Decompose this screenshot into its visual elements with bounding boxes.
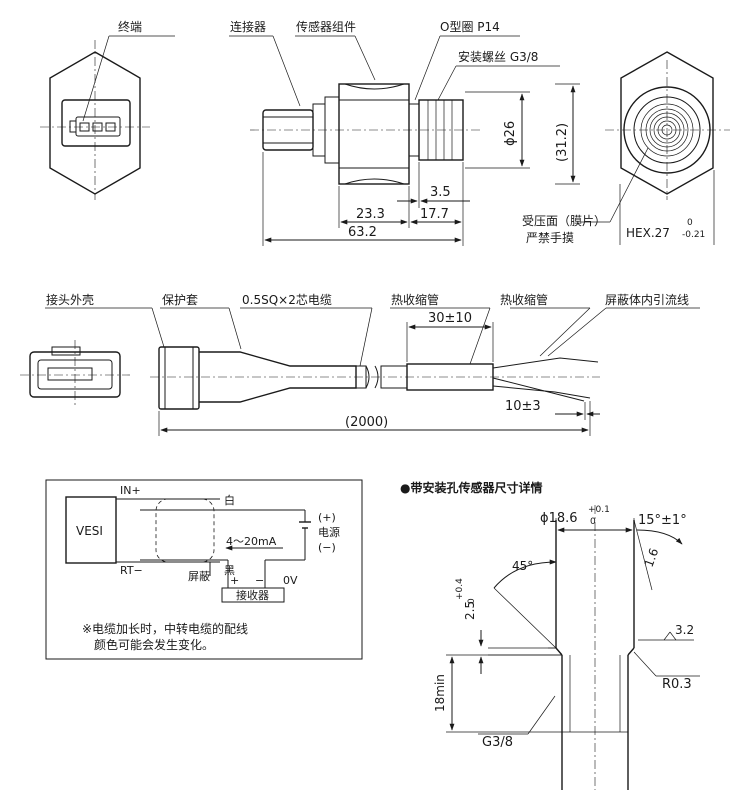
mounting-hole-section	[446, 505, 700, 790]
wiring-current: 4～20mA	[226, 535, 277, 548]
label-heat-shrink-2: 热收缩管	[500, 292, 548, 307]
hole-angle-45: 45°	[512, 559, 533, 573]
wiring-power-plus: (+)	[318, 511, 336, 524]
label-connector: 连接器	[230, 19, 266, 34]
label-heat-shrink-1: 热收缩管	[391, 292, 439, 307]
hex-tol-upper: 0	[687, 218, 693, 228]
hole-r03: R0.3	[662, 677, 692, 692]
dim-31-2: (31.2)	[555, 123, 570, 162]
dim-10: 10±3	[505, 399, 541, 414]
wiring-rt-minus: RT−	[120, 564, 143, 577]
label-connector-shell: 接头外壳	[46, 292, 94, 307]
label-shield-drain: 屏蔽体内引流线	[605, 293, 689, 307]
hole-dim-2-5: 2.5	[463, 601, 477, 620]
dim-30: 30±10	[428, 311, 472, 326]
dim-phi26: ϕ26	[503, 121, 518, 146]
label-sensor-assembly: 传感器组件	[296, 19, 356, 34]
pressure-face-view	[580, 51, 730, 245]
wiring-note-1: ※电缆加长时，中转电缆的配线	[82, 621, 248, 636]
label-hex: HEX.27	[626, 226, 670, 240]
wiring-plus: +	[230, 574, 239, 587]
dim-17-7: 17.7	[420, 207, 449, 222]
dim-63-2: 63.2	[348, 225, 377, 240]
wiring-receiver: 接收器	[236, 588, 269, 602]
label-cable-spec: 0.5SQ×2芯电缆	[242, 293, 332, 307]
hole-dia: ϕ18.6	[540, 511, 578, 526]
hole-dim-2-5-lower: 0	[467, 598, 477, 604]
dim-3-5: 3.5	[430, 185, 451, 200]
dim-23-3: 23.3	[356, 207, 385, 222]
wiring-power-minus: (−)	[318, 541, 336, 554]
wiring-note-2: 颜色可能会发生变化。	[94, 637, 214, 652]
hex-tol-lower: -0.21	[682, 230, 705, 240]
hole-roughness: 3.2	[675, 623, 694, 637]
hole-dia-tol-upper: +0.1	[588, 505, 610, 515]
wiring-white: 白	[224, 493, 235, 507]
hole-dim-2-5-upper: +0.4	[455, 578, 465, 600]
wiring-black: 黑	[224, 564, 235, 577]
hole-dim-18: 18min	[433, 674, 447, 712]
label-boot: 保护套	[162, 293, 198, 307]
hole-angle-15: 15°±1°	[638, 513, 687, 528]
label-terminal: 终端	[118, 19, 142, 34]
dim-2000: (2000)	[345, 415, 388, 430]
wiring-diagram	[45, 479, 363, 660]
wiring-vesi: VESI	[76, 524, 103, 538]
hole-section-title: ●带安装孔传感器尺寸详情	[400, 480, 542, 495]
label-no-touch: 严禁手摸	[526, 231, 574, 245]
wiring-minus: −	[255, 574, 264, 587]
wiring-0v: 0V	[283, 574, 298, 587]
cable-assembly	[20, 307, 700, 436]
label-oring: O型圈 P14	[440, 20, 500, 34]
label-thread: 安装螺丝 G3/8	[458, 49, 538, 64]
sensor-side-view	[229, 35, 580, 246]
wiring-power: 电源	[318, 525, 340, 539]
wiring-in-plus: IN+	[120, 484, 141, 497]
hole-dim-1-6: 1.6	[642, 546, 662, 569]
wiring-shield: 屏蔽	[188, 570, 210, 583]
label-pressure-face: 受压面（膜片）	[522, 214, 606, 228]
sensor-connector-end-view	[40, 35, 175, 200]
hole-thread: G3/8	[482, 735, 513, 750]
hole-dia-tol-lower: 0	[590, 517, 596, 527]
